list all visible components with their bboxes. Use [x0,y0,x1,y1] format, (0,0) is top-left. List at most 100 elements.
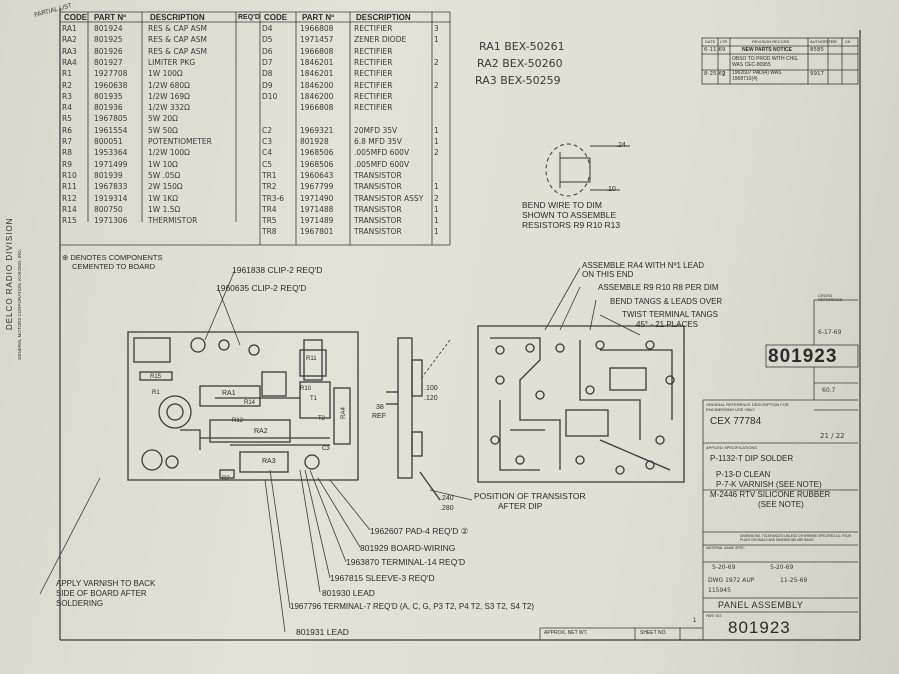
right-row-code: D5 [262,35,273,45]
assemble-ra4-note-2: ON THIS END [582,270,634,279]
sleeve-callout: 1967815 SLEEVE-3 REQ'D [330,573,435,583]
left-row-part-number: 1927708 [94,69,128,79]
right-row-code: TR3-6 [262,193,285,203]
right-row-code: TR1 [262,170,277,180]
left-row-description: 1W 1.5Ω [148,204,181,214]
right-row-part-number: 1968506 [300,159,334,169]
board-label-r14: R14 [244,400,256,406]
right-row-code: TR4 [262,204,277,214]
board-label-c3: C3 [322,446,330,452]
left-row-description: 1/2W 332Ω [148,103,190,113]
ra-list-item: RA1 BEX-50261 [479,40,565,53]
right-row-description: RECTIFIER [354,57,393,67]
rev-header-record: REVISION RECORD [752,39,790,44]
terminal14-callout: 1963870 TERMINAL-14 REQ'D [346,557,466,567]
board-label-ra1: RA1 [222,390,236,397]
right-row-part-number: 1966808 [300,46,334,56]
rev-row1-auth: 8585 [810,47,824,53]
left-row-description: LIMITER PKG [148,57,196,67]
date-2: 5-20-69 [770,564,794,571]
left-row-part-number: 1953364 [94,148,128,158]
dim-24: .24 [616,142,626,149]
right-row-part-number: 1969321 [300,125,334,135]
right-row-description: RECTIFIER [354,24,393,33]
rev-header-dr: DR [831,39,837,44]
position-note-2: AFTER DIP [498,501,543,511]
right-row-description: RECTIFIER [354,91,393,101]
board-label-t1: T1 [310,396,318,402]
assemble-ra4-note-1: ASSEMBLE RA4 WITH Nº1 LEAD [582,261,705,270]
right-row-part-number: 1967799 [300,182,334,192]
clip-note-2: 1960635 CLIP-2 REQ'D [216,283,307,293]
left-row-code: RA4 [62,57,77,67]
left-row-description: 2W 150Ω [148,182,183,192]
left-row-description: RES & CAP ASM [148,35,207,45]
right-row-description: .005MFD 600V [354,159,410,169]
right-row-code: D9 [262,80,273,90]
lead2-callout: 801931 LEAD [296,627,349,637]
col-code-header-2: CODE [264,13,288,22]
title-block-grid [539,299,859,640]
applied-specs-label: APPLIED SPECIFICATIONS [706,445,758,450]
parts-table-grid [60,11,451,246]
left-row-code: R3 [62,91,72,101]
side-view-outline [386,337,441,501]
rev-subheader: NEW PARTS NOTICE [742,47,792,53]
dim-100: .100 [424,385,438,392]
bend-wire-diagram [545,143,630,197]
right-row-description: 6.8 MFD 35V [354,137,402,146]
twist-note-1: TWIST TERMINAL TANGS [622,310,719,319]
applied-spec-line: P-13-D CLEAN [716,470,771,479]
stamp-date: 6-17-69 [818,329,842,336]
rev-row2-auth: 9917 [810,71,824,77]
left-row-description: 1W 1KΩ [148,193,178,203]
left-row-part-number: 800750 [94,204,123,214]
rev-row1-text: OBSO TO PROD WITH CHG. WAS CEC-80955 [732,56,799,68]
sheet-mark: 1 [693,618,697,624]
right-row-qty: 1 [434,137,439,146]
right-row-code: C4 [262,148,273,158]
rev-header-ltr: LTR [720,39,728,44]
left-row-description: 5W 50Ω [148,125,178,135]
left-row-part-number: 1960638 [94,80,128,90]
left-row-code: R6 [62,125,72,135]
right-row-qty: 2 [434,193,439,203]
pad-callout: 1962607 PAD-4 REQ'D ② [370,526,469,536]
right-row-description: RECTIFIER [354,80,393,90]
rev-row2-ltr: 2 [722,71,726,78]
dim-240: .240 [440,495,454,502]
rev-header-authority: AUTHORITY [810,39,834,44]
right-row-qty: 2 [434,148,439,158]
col-part-header-2: PART Nº [302,13,335,22]
left-row-code: R7 [62,137,72,146]
left-row-code: R5 [62,114,72,124]
cemented-note-1: ⊕ DENOTES COMPONENTS [62,253,163,262]
assemble-r-note: ASSEMBLE R9 R10 R8 PER DIM [598,283,719,292]
right-row-description: .005MFD 600V [354,148,410,158]
right-row-part-number: 1846201 [300,69,334,79]
dim-10: .10 [606,186,616,193]
title-panel-assembly: PANEL ASSEMBLY [718,600,804,610]
right-row-description: TRANSISTOR [354,170,402,180]
right-row-part-number: 1846200 [300,80,334,90]
date-3: 11-25-69 [780,577,808,584]
corp-vertical-text: GENERAL MOTORS CORPORATION, KOKOMO, IND. [17,249,22,360]
tolerance-disclaimer: DIMENSIONS, TOLERANCES UNLESS OTHERWISE … [740,534,852,543]
bend-tangs-note: BEND TANGS & LEADS OVER [610,297,723,306]
board-label-r15: R15 [150,374,162,380]
right-row-qty: 1 [434,182,439,192]
varnish-note-3: SOLDERING [56,599,104,608]
right-row-qty: 2 [434,57,439,67]
varnish-note-2: SIDE OF BOARD AFTER [56,589,147,598]
ref-dim-label: REF [372,413,386,420]
right-row-qty: 3 [434,24,439,33]
approx-weight-label: APPROX. NET WT. [544,630,588,636]
board-label-r12: R12 [232,418,244,424]
right-row-part-number: 1971490 [300,193,334,203]
col-part-header: PART Nº [94,13,127,22]
right-row-description: RECTIFIER [354,103,393,113]
ra-list-item: RA2 BEX-50260 [477,57,563,70]
cemented-note-2: CEMENTED TO BOARD [72,262,156,271]
right-row-qty: 2 [434,80,439,90]
original-ref-value: CEX 77784 [710,416,762,427]
